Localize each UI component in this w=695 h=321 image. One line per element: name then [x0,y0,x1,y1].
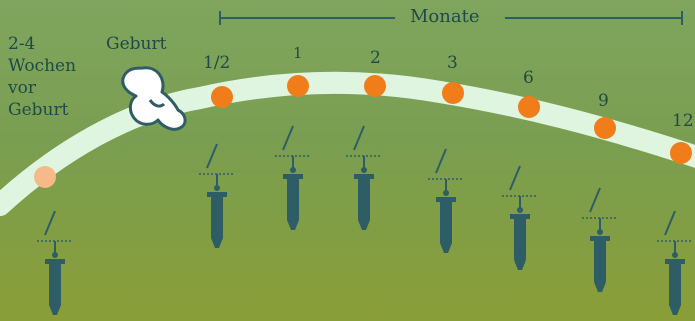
prenatal-label-line: vor [8,78,36,98]
dose-dot [287,75,309,97]
prenatal-dose-dot [34,166,56,188]
syringe-icon [427,148,465,254]
months-label: Monate [410,6,480,27]
timepoint-label: 6 [523,68,534,88]
syringe-icon [274,125,312,231]
dose-dot [594,117,616,139]
timepoint-label: 9 [598,91,609,111]
dose-dot [211,86,233,108]
dose-dots [211,75,692,164]
birth-label: Geburt [106,34,167,54]
timeline-curve [0,71,695,216]
fetus-icon [121,66,187,131]
prenatal-label-line: 2-4 [8,34,36,54]
dose-dot [442,82,464,104]
prenatal-label-line: Wochen [8,56,77,76]
syringe-icon [501,165,539,271]
prenatal-label: 2-4 Wochen vor Geburt [8,33,76,121]
syringe-icon [345,125,383,231]
timepoint-label: 3 [447,53,458,73]
dose-dot [670,142,692,164]
syringe-icon [198,143,236,249]
timepoint-label: 1/2 [203,53,231,73]
syringe-icon [656,210,694,316]
timepoint-label: 2 [370,48,381,68]
syringe-icons [36,125,694,316]
prenatal-label-line: Geburt [8,100,69,120]
months-bracket [219,11,683,25]
syringe-icon [581,187,619,293]
dose-dot [364,75,386,97]
dose-dot [518,96,540,118]
timepoint-label: 1 [293,44,303,62]
syringe-icon [36,210,74,316]
timepoint-label: 12 [672,111,694,131]
